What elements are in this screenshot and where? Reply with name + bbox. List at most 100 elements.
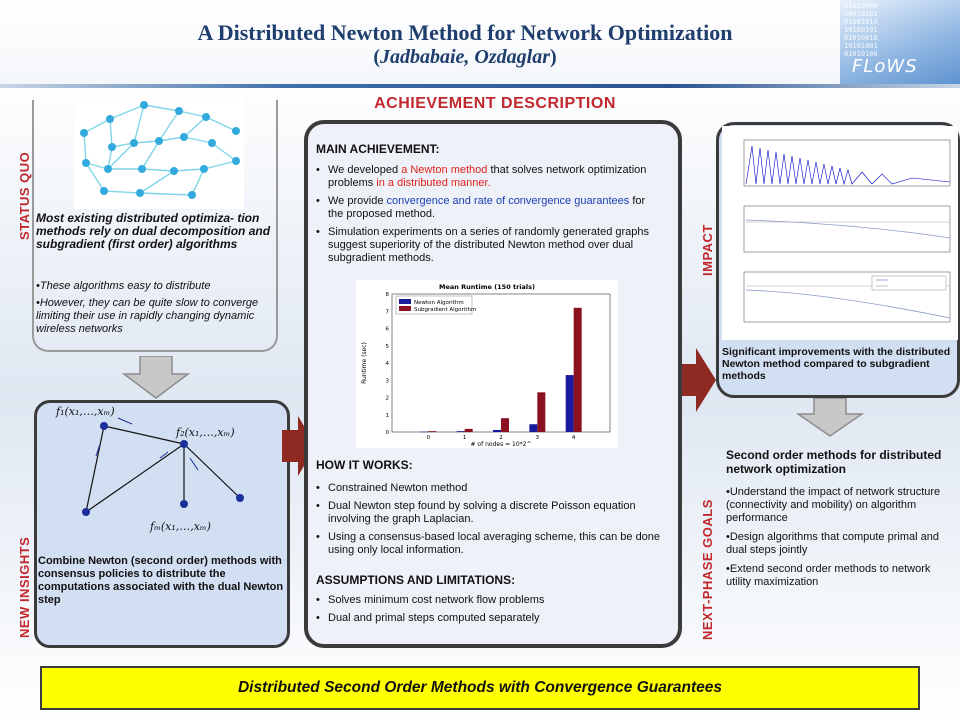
new-insights-label: NEW INSIGHTS [17, 536, 32, 638]
next-phase-bullet: •Design algorithms that compute primal a… [726, 531, 939, 556]
main-achievement-bullet: Simulation experiments on a series of ra… [316, 226, 662, 265]
y-tick-label: 8 [386, 292, 390, 298]
x-tick-label: 2 [499, 435, 503, 441]
impact-label: IMPACT [700, 224, 715, 276]
consensus-network-diagram [82, 417, 244, 516]
status-quo-label: STATUS QUO [17, 151, 32, 240]
how-it-works-list: Constrained Newton method Dual Newton st… [316, 482, 662, 562]
header [0, 0, 960, 88]
next-phase-list: •Understand the impact of network struct… [726, 486, 958, 595]
impact-plots-image [722, 126, 958, 340]
status-quo-heading: Most existing distributed optimiza- tion… [36, 211, 271, 251]
y-tick-label: 2 [386, 396, 390, 402]
x-tick-label: 1 [463, 435, 467, 441]
header-rule [0, 84, 960, 88]
main-b1-pre: We developed [328, 164, 402, 176]
equation-f2: f₂(x₁,…,xₘ) [176, 426, 235, 439]
next-phase-bullet: •Understand the impact of network struct… [726, 486, 941, 524]
y-tick-label: 5 [386, 344, 390, 350]
y-tick-label: 4 [386, 361, 390, 367]
summary-banner-text: Distributed Second Order Methods with Co… [237, 679, 723, 696]
equation-fm: fₘ(x₁,…,xₘ) [150, 520, 211, 533]
chart-title: Mean Runtime (150 trials) [439, 283, 535, 291]
next-phase-label: NEXT-PHASE GOALS [700, 499, 715, 640]
impact-text: Significant improvements with the distri… [722, 346, 951, 382]
new-insights-text: Combine Newton (second order) methods wi… [38, 555, 284, 606]
equation-f1: f₁(x₁,…,xₘ) [56, 405, 115, 418]
subtitle-open: ( [373, 46, 380, 68]
x-axis-label: # of nodes = 10*2^ [470, 441, 531, 448]
runtime-chart-svg: Mean Runtime (150 trials) 0 1 2 3 4 5 6 7 8 0 1 2 3… [361, 283, 611, 448]
runtime-bar-chart: Mean Runtime (150 trials) 0 1 2 3 4 5 6 7 8 0 1 2 3… [356, 280, 618, 448]
summary-banner: Distributed Second Order Methods with Co… [40, 666, 920, 710]
chart-legend: Newton Algorithm Subgradient Algorithm [395, 295, 476, 315]
y-ticks: 0 1 2 3 4 5 6 7 8 [386, 292, 390, 436]
logo-text: FLoWS [852, 56, 918, 77]
x-tick-label: 0 [427, 435, 431, 441]
flows-logo: 01010000 10010101 01001010 10100101 0101… [840, 0, 960, 84]
page-subtitle: (Jadbabaie, Ozdaglar) [0, 46, 930, 69]
x-tick-label: 4 [572, 435, 576, 441]
y-tick-label: 1 [386, 413, 390, 419]
legend-swatch-newton [399, 299, 411, 304]
main-achievement-heading: MAIN ACHIEVEMENT: [316, 142, 440, 156]
assumptions-heading: ASSUMPTIONS AND LIMITATIONS: [316, 573, 516, 587]
bar-newton [456, 431, 465, 432]
how-it-works-bullet: Constrained Newton method [316, 482, 662, 495]
assumptions-list: Solves minimum cost network flow problem… [316, 594, 662, 630]
main-achievement-bullet: We provide convergence and rate of conve… [316, 195, 662, 221]
status-quo-bullet: •However, they can be quite slow to conv… [36, 297, 259, 335]
bar-subgradient [501, 418, 509, 432]
main-achievement-list: We developed a Newton method that solves… [316, 164, 662, 270]
impact-plots-svg [743, 139, 951, 323]
right-arrow-right [678, 348, 716, 412]
y-tick-label: 6 [386, 327, 390, 333]
bars [420, 307, 582, 433]
y-tick-label: 3 [386, 378, 390, 384]
main-b1-mid: that solves network optimization problem… [328, 164, 647, 189]
status-quo-bullet: •These algorithms easy to distribute [36, 280, 211, 292]
down-arrow-right [796, 398, 864, 437]
right-arrow-left [282, 416, 316, 476]
network-graph-image [74, 97, 244, 209]
down-arrow-left [122, 356, 190, 399]
main-b2-blue: convergence and rate of convergence guar… [386, 195, 630, 207]
logo-digits: 01010000 10010101 01001010 10100101 0101… [844, 2, 878, 58]
bar-subgradient [428, 431, 437, 432]
subtitle-close: ) [550, 46, 557, 68]
bar-subgradient [573, 307, 582, 432]
bar-newton [420, 431, 429, 433]
main-b1-red2: in a distributed manner. [376, 177, 491, 189]
how-it-works-bullet: Dual Newton step found by solving a disc… [316, 500, 662, 526]
bar-newton [565, 375, 574, 432]
how-it-works-heading: HOW IT WORKS: [316, 458, 413, 472]
legend-frame [395, 295, 473, 315]
y-tick-label: 7 [386, 309, 390, 315]
bar-newton [493, 429, 501, 432]
network-graph-svg [80, 101, 240, 199]
x-tick-label: 3 [536, 435, 540, 441]
main-b2-pre: We provide [328, 195, 387, 207]
main-b2-post: for the proposed method. [328, 195, 646, 220]
status-quo-bullets: •These algorithms easy to distribute •Ho… [36, 280, 280, 340]
main-achievement-bullet: We developed a Newton method that solves… [316, 164, 662, 190]
page-title: A Distributed Newton Method for Network … [197, 20, 733, 45]
legend-swatch-subgradient [399, 306, 411, 311]
status-quo-box [32, 100, 278, 352]
bar-newton [529, 424, 538, 432]
achievement-title: ACHIEVEMENT DESCRIPTION [374, 95, 616, 112]
bar-subgradient [464, 428, 473, 432]
assumptions-bullet: Dual and primal steps computed separatel… [316, 612, 662, 625]
next-phase-bullet: •Extend second order methods to network … [726, 563, 931, 588]
legend-label-newton: Newton Algorithm [414, 300, 464, 306]
assumptions-bullet: Solves minimum cost network flow problem… [316, 594, 662, 607]
bar-subgradient [537, 392, 546, 432]
y-axis-label: Runtime (sec) [361, 342, 368, 384]
how-it-works-bullet: Using a consensus-based local averaging … [316, 531, 662, 557]
main-b1-red1: a Newton method [401, 164, 488, 176]
next-phase-heading: Second order methods for distributed net… [726, 448, 942, 476]
y-tick-label: 0 [386, 430, 390, 436]
new-insights-box [34, 400, 290, 648]
legend-label-subgradient: Subgradient Algorithm [414, 307, 476, 313]
subtitle-authors: Jadbabaie, Ozdaglar [380, 46, 550, 68]
